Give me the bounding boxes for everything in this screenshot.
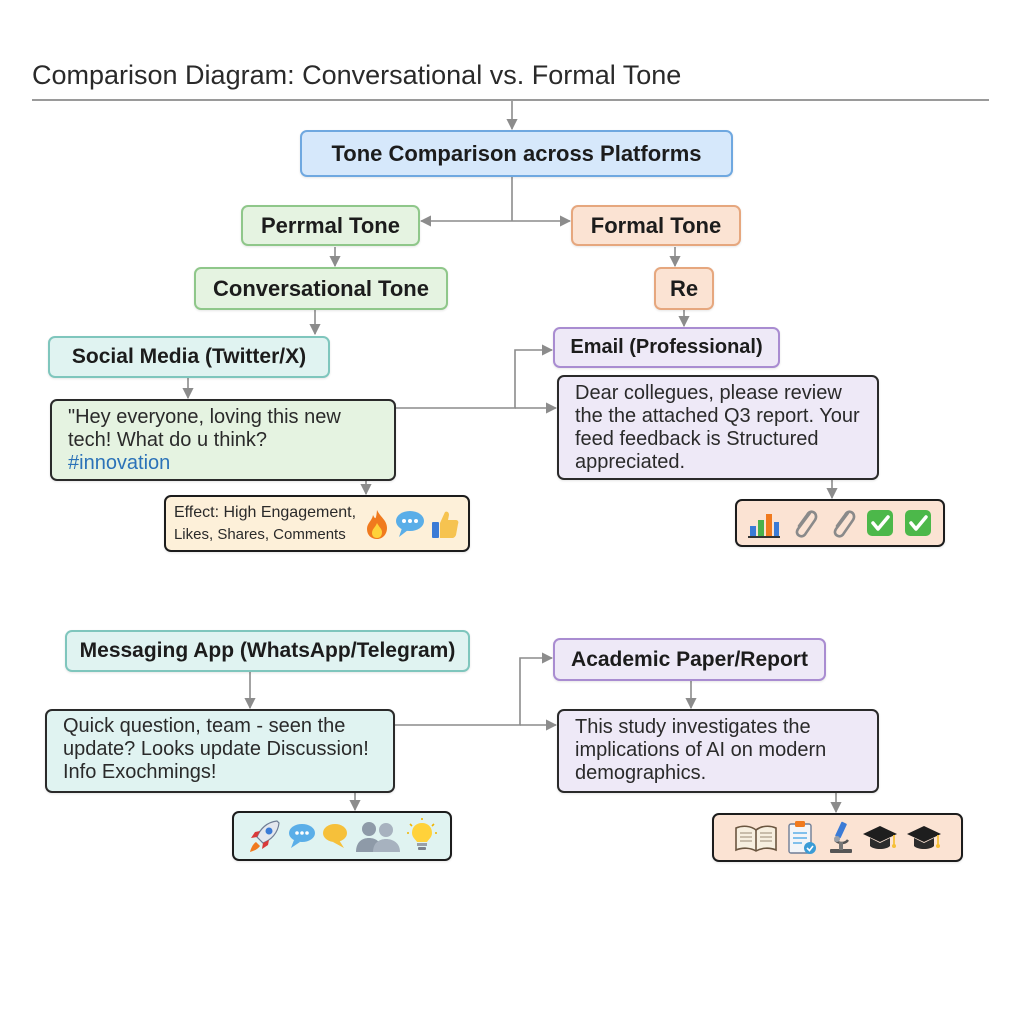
paper-line-1: This study investigates the xyxy=(575,716,811,738)
conversational-tone-node: Conversational Tone xyxy=(194,267,448,310)
title-divider xyxy=(32,99,989,101)
root-node-label: Tone Comparison across Platforms xyxy=(331,140,702,166)
email-node: Email (Professional) xyxy=(553,327,780,368)
re-label: Re xyxy=(669,275,699,301)
chat-message-box: Quick question, team - seen the update? … xyxy=(45,709,395,793)
chat-line-1: Quick question, team - seen the xyxy=(63,715,346,737)
lightbulb-icon xyxy=(407,818,437,850)
social-effect-line-2: Likes, Shares, Comments xyxy=(173,526,346,543)
check-box-icon xyxy=(905,510,931,536)
formal-tone-node: Formal Tone xyxy=(571,205,741,246)
graduation-cap-icon xyxy=(862,825,897,849)
check-box-icon xyxy=(867,510,893,536)
speech-bubble-icon xyxy=(289,824,315,848)
email-effect-box xyxy=(735,499,945,547)
paperclip-icon xyxy=(833,510,856,538)
personal-tone-node: Perrmal Tone xyxy=(241,205,420,246)
speech-bubble-icon xyxy=(323,824,347,848)
connector-chat-to-academic xyxy=(395,652,554,726)
tweet-message-box: "Hey everyone, loving this new tech! Wha… xyxy=(50,399,396,481)
chat-line-2: update? Looks update Discussion! xyxy=(63,738,369,760)
social-effect-line-1: Effect: High Engagement, xyxy=(173,504,357,521)
paper-line-2: implications of AI on modern xyxy=(575,739,827,761)
social-effect-text: Effect: High Engagement, Likes, Shares, … xyxy=(174,504,356,543)
fire-icon xyxy=(367,509,388,539)
thumbs-up-icon xyxy=(432,511,459,538)
rocket-icon xyxy=(250,820,280,852)
email-line-4: appreciated. xyxy=(575,451,686,473)
bar-chart-icon xyxy=(748,514,780,538)
messaging-app-node: Messaging App (WhatsApp/Telegram) xyxy=(65,630,470,672)
academic-effect-box xyxy=(712,813,963,862)
paperclip-icon xyxy=(795,510,818,538)
social-media-label: Social Media (Twitter/X) xyxy=(71,345,307,368)
email-line-1: Dear collegues, please review xyxy=(575,382,842,404)
tweet-line-2: tech! What do u think? xyxy=(68,429,268,451)
microscope-icon xyxy=(829,821,852,853)
page-title: Comparison Diagram: Conversational vs. F… xyxy=(32,60,682,90)
conversational-tone-label: Conversational Tone xyxy=(213,275,429,301)
personal-tone-label: Perrmal Tone xyxy=(261,212,400,238)
people-icon xyxy=(356,822,400,852)
clipboard-icon xyxy=(787,820,816,854)
paper-line-3: demographics. xyxy=(575,762,707,784)
email-line-3: feed feedback is Structured xyxy=(575,428,819,450)
academic-paper-label: Academic Paper/Report xyxy=(571,647,808,671)
connector-tweet-to-email xyxy=(395,344,554,409)
email-label: Email (Professional) xyxy=(570,336,763,358)
re-node: Re xyxy=(654,267,714,310)
formal-tone-label: Formal Tone xyxy=(590,212,722,238)
messaging-effect-box xyxy=(232,811,452,861)
email-line-2: the the attached Q3 report. Your xyxy=(575,405,860,427)
messaging-app-label: Messaging App (WhatsApp/Telegram) xyxy=(79,639,456,662)
tweet-line-1: "Hey everyone, loving this new xyxy=(68,406,341,428)
social-media-node: Social Media (Twitter/X) xyxy=(48,336,330,378)
root-node: Tone Comparison across Platforms xyxy=(300,130,733,177)
academic-paper-node: Academic Paper/Report xyxy=(553,638,826,681)
chat-line-3: Info Exochmings! xyxy=(63,761,217,783)
speech-bubble-icon xyxy=(396,510,425,537)
email-message-box: Dear collegues, please review the the at… xyxy=(557,375,879,480)
book-icon xyxy=(734,824,777,852)
tweet-hashtag: #innovation xyxy=(68,452,171,474)
graduation-cap-icon xyxy=(906,825,941,849)
paper-message-box: This study investigates the implications… xyxy=(557,709,879,793)
social-effect-box: Effect: High Engagement, Likes, Shares, … xyxy=(164,495,470,552)
